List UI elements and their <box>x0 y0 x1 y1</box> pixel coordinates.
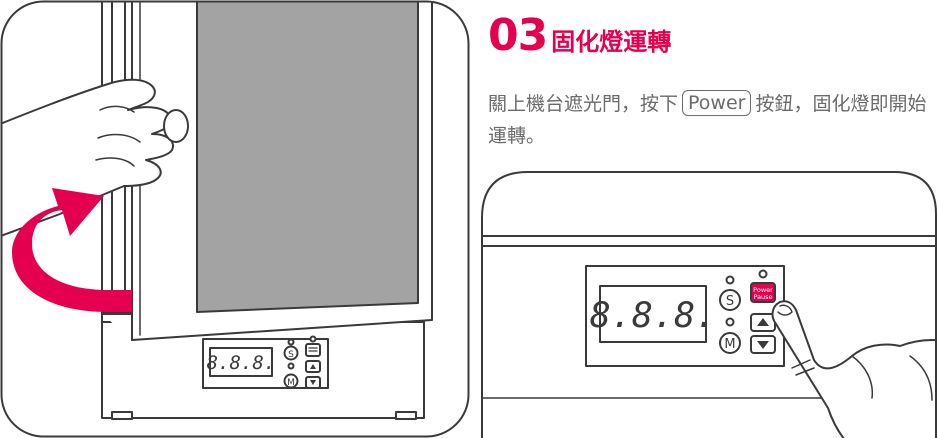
step-number: 03 <box>488 10 548 61</box>
power-button-label-2: Pause <box>753 293 772 301</box>
machine-door-illustration: 8.8.8. S M <box>0 0 470 438</box>
left-m-button-label: M <box>287 378 295 388</box>
right-display-digits: 8.8.8. <box>590 296 716 336</box>
right-m-button-label: M <box>724 337 735 352</box>
description-before: 關上機台遮光門，按下 <box>488 93 679 115</box>
hand-icon <box>1 78 189 241</box>
description-after: 按鈕，固化燈即開始運轉。 <box>488 93 927 147</box>
step-title: 固化燈運轉 <box>551 28 672 56</box>
left-s-button-label: S <box>288 350 294 360</box>
pointing-finger-icon <box>771 300 936 438</box>
right-s-button-label: S <box>726 294 734 309</box>
power-key-label: Power <box>682 90 752 116</box>
left-display-digits: 8.8.8. <box>207 352 276 374</box>
step-header: 03 固化燈運轉 <box>488 8 671 64</box>
power-button-label-1: Power <box>753 286 773 294</box>
curved-arrow-icon <box>12 188 132 312</box>
control-panel-illustration: 8.8.8. S M Power Pause <box>481 171 937 438</box>
